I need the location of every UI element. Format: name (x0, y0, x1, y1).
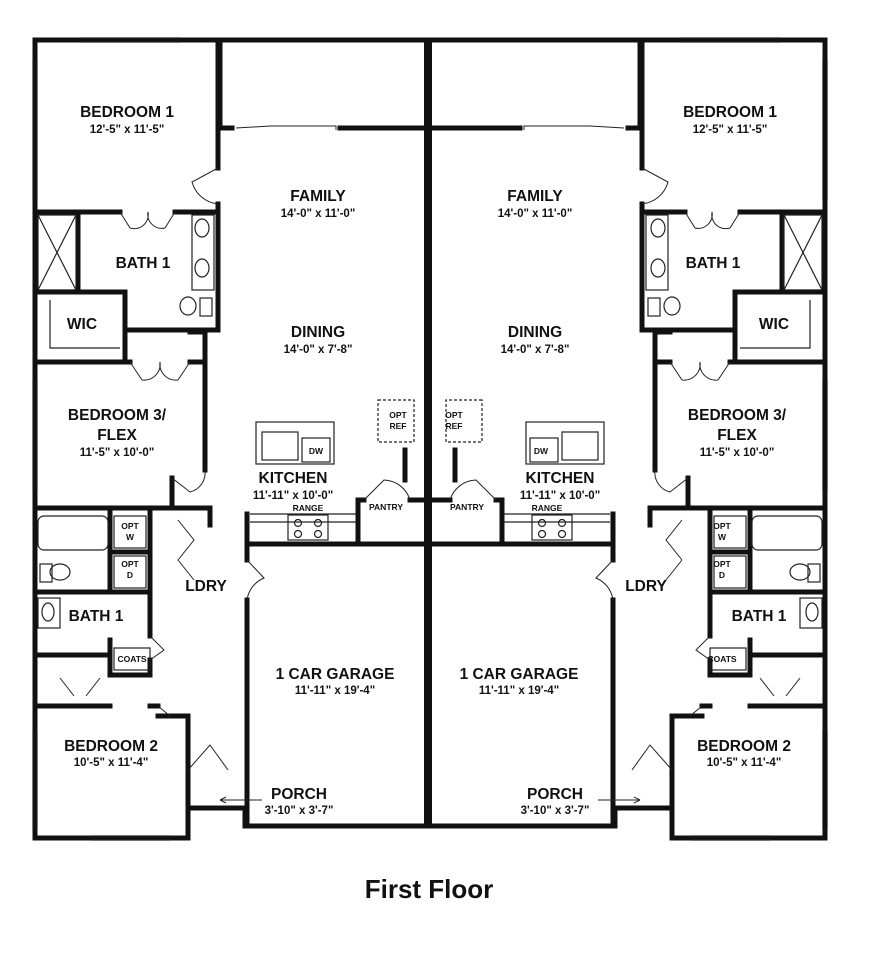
unit-right (430, 38, 827, 840)
room-name-bedroom1: BEDROOM 1 (80, 104, 174, 121)
room-name-bath1-lower: BATH 1 (69, 608, 124, 625)
opt-w-label: W (126, 532, 135, 542)
room-name-garage: 1 CAR GARAGE (276, 666, 395, 683)
dw-label: DW (534, 446, 549, 456)
room-name-kitchen: KITCHEN (259, 470, 328, 487)
range-label: RANGE (293, 503, 324, 513)
room-dim-dining: 14'-0" x 7'-8" (284, 344, 353, 356)
room-dim-dining: 14'-0" x 7'-8" (501, 344, 570, 356)
floor-title: First Floor (365, 874, 494, 904)
room-dim-bedroom1: 12'-5" x 11'-5" (693, 124, 768, 136)
opt-d-label: OPT (713, 559, 731, 569)
room-name-porch: PORCH (527, 786, 583, 803)
room-name-bath1: BATH 1 (116, 255, 171, 272)
room-name-bath1: BATH 1 (686, 255, 741, 272)
room-dim-bedroom2: 10'-5" x 11'-4" (707, 757, 782, 769)
room-dim-bedroom3: 11'-5" x 10'-0" (700, 447, 775, 459)
labels-right: BEDROOM 1 12'-5" x 11'-5" FAMILY 14'-0" … (445, 104, 791, 817)
range-label: RANGE (532, 503, 563, 513)
room-name-kitchen: KITCHEN (526, 470, 595, 487)
room-name-bedroom3: BEDROOM 3/ (688, 407, 787, 424)
room-name-bath1-lower: BATH 1 (732, 608, 787, 625)
room-dim-bedroom1: 12'-5" x 11'-5" (90, 124, 165, 136)
room-name-bedroom1: BEDROOM 1 (683, 104, 777, 121)
pantry-label: PANTRY (450, 502, 484, 512)
opt-ref-label: OPT (389, 410, 407, 420)
room-dim-kitchen: 11'-11" x 10'-0" (253, 490, 333, 502)
room-dim-porch: 3'-10" x 3'-7" (521, 805, 590, 817)
opt-d-label: OPT (121, 559, 139, 569)
room-dim-garage: 11'-11" x 19'-4" (295, 685, 375, 697)
opt-d-label: D (719, 570, 725, 580)
room-name-ldry: LDRY (185, 578, 227, 595)
room-name-porch: PORCH (271, 786, 327, 803)
unit-left (33, 38, 430, 840)
room-name-dining: DINING (508, 324, 562, 341)
opt-d-label: D (127, 570, 133, 580)
room-name-dining: DINING (291, 324, 345, 341)
room-name-family: FAMILY (507, 188, 563, 205)
room-name-bedroom3: FLEX (717, 427, 757, 444)
opt-w-label: W (718, 532, 727, 542)
room-name-wic: WIC (759, 316, 789, 333)
room-dim-porch: 3'-10" x 3'-7" (265, 805, 334, 817)
room-dim-family: 14'-0" x 11'-0" (498, 208, 573, 220)
room-dim-family: 14'-0" x 11'-0" (281, 208, 356, 220)
opt-ref-label: REF (390, 421, 407, 431)
room-name-wic: WIC (67, 316, 97, 333)
room-dim-bedroom2: 10'-5" x 11'-4" (74, 757, 149, 769)
coats-label: COATS (707, 654, 736, 664)
opt-ref-label: REF (446, 421, 463, 431)
pantry-label: PANTRY (369, 502, 403, 512)
opt-ref-label: OPT (445, 410, 463, 420)
room-name-bedroom3: FLEX (97, 427, 137, 444)
room-name-garage: 1 CAR GARAGE (460, 666, 579, 683)
room-dim-kitchen: 11'-11" x 10'-0" (520, 490, 600, 502)
room-name-family: FAMILY (290, 188, 346, 205)
room-name-bedroom2: BEDROOM 2 (64, 738, 158, 755)
room-dim-garage: 11'-11" x 19'-4" (479, 685, 559, 697)
dw-label: DW (309, 446, 324, 456)
room-dim-bedroom3: 11'-5" x 10'-0" (80, 447, 155, 459)
opt-w-label: OPT (713, 521, 731, 531)
party-wall (424, 40, 432, 826)
labels-left: BEDROOM 1 12'-5" x 11'-5" FAMILY 14'-0" … (64, 104, 407, 817)
room-name-ldry: LDRY (625, 578, 667, 595)
room-name-bedroom2: BEDROOM 2 (697, 738, 791, 755)
opt-w-label: OPT (121, 521, 139, 531)
coats-label: COATS (117, 654, 146, 664)
room-name-bedroom3: BEDROOM 3/ (68, 407, 167, 424)
